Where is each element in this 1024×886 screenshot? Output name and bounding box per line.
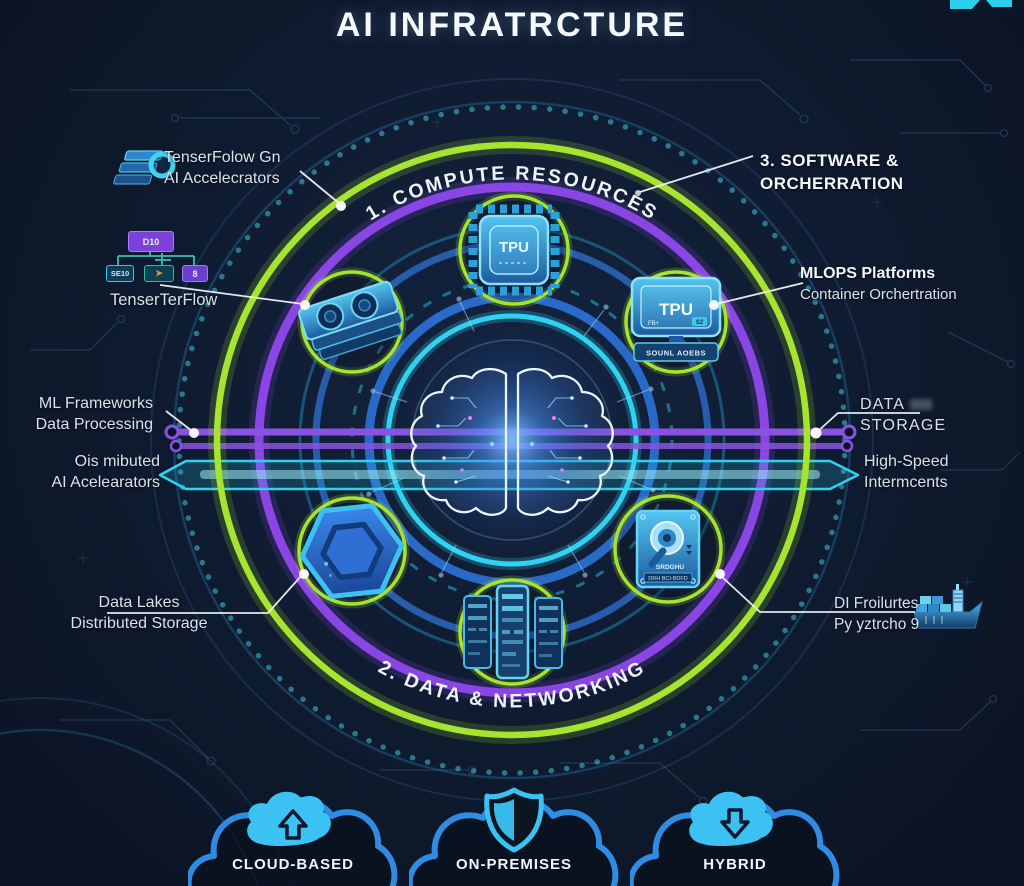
core	[366, 296, 656, 578]
label-line: High-Speed	[864, 453, 949, 470]
label-line: ORCHERRATION	[760, 174, 904, 193]
page-title: AI INFRATRCTURE	[335, 6, 689, 44]
label-features: DI Froilurtes Py yztrcho 9	[834, 593, 919, 635]
cloud-label-on-premises: ON-PREMISES	[455, 856, 572, 873]
label-line: AI Acelearators	[51, 474, 161, 491]
label-line: ML Frameworks	[38, 395, 153, 412]
flowchart-node-right: 8	[182, 265, 208, 282]
cloud-upload-icon	[247, 791, 331, 846]
dotted-ring	[176, 104, 848, 776]
cloud-download-icon	[689, 791, 773, 846]
deployment-clouds	[189, 787, 837, 886]
gpu-icon	[297, 280, 403, 361]
purple-ring	[254, 182, 770, 698]
label-line: DATA	[860, 394, 946, 415]
label-line: Data Processing	[35, 416, 153, 433]
label-data-lakes: Data Lakes Distributed Storage	[60, 592, 218, 634]
tpu-plate: SOUNL AOEBS	[646, 349, 706, 358]
label-line: 3. SOFTWARE &	[760, 151, 899, 170]
cloud-label-cloud-based: CLOUD-BASED	[232, 856, 354, 873]
cloud-label-hybrid: HYBRID	[703, 856, 767, 873]
label-high-speed: High-Speed Intermcents	[864, 451, 949, 493]
corner-logo	[950, 0, 1012, 9]
leader-lines	[107, 155, 920, 614]
label-distributed-accelerators: Ois mibuted AI Acelearators	[40, 451, 161, 493]
flowchart-node-left: SE10	[106, 265, 134, 282]
brain-icon	[410, 367, 614, 516]
cursor-icon: ➤	[144, 265, 174, 282]
hdd-plate: DRH BCI-BDFD	[648, 576, 687, 582]
tpu-sub-left: FB+	[648, 321, 660, 327]
label-tensorflow: TenserTerFlow	[110, 291, 218, 309]
tpu-monitor-icon: TPU FB+ S2 SOUNL AOEBS	[630, 276, 722, 362]
chip-icon: TPU	[468, 204, 560, 296]
chip-label: TPU	[499, 239, 529, 256]
label-line: Data Lakes	[98, 594, 180, 611]
label-ai-accelerators: TenserFolow Gn AI Accelecrators	[164, 147, 281, 189]
hexagon-icon	[299, 503, 405, 599]
label-data-storage: DATA STORAGE	[860, 394, 946, 436]
label-software-orchestration: 3. SOFTWARE & ORCHERRATION	[760, 149, 904, 195]
ship-icon	[913, 584, 983, 629]
label-line: Container Orchertration	[800, 286, 957, 303]
label-line: STORAGE	[860, 417, 947, 434]
label-line: Py yztrcho 9	[834, 616, 920, 633]
outer-arcs	[0, 78, 874, 886]
hdd-label: SRDGHU	[656, 564, 684, 571]
synapse-lines	[366, 296, 656, 578]
lime-ring	[208, 136, 816, 744]
label-line: Intermcents	[864, 474, 948, 491]
flowchart-connectors	[117, 250, 195, 267]
label-line: Distributed Storage	[70, 615, 208, 632]
smudge-artifact	[910, 399, 933, 411]
label-mlops: MLOPS Platforms Container Orchertration	[800, 263, 957, 305]
label-line: Ois mibuted	[74, 453, 160, 470]
label-ml-frameworks: ML Frameworks Data Processing	[35, 393, 153, 435]
circuit-traces	[30, 59, 1021, 806]
accelerator-stack-icon	[113, 150, 176, 185]
label-line: AI Accelecrators	[164, 170, 280, 187]
label-line: MLOPS Platforms	[800, 265, 936, 282]
hdd-icon: SRDGHU DRH BCI-BDFD	[635, 509, 701, 589]
label-line: TenserFolow Gn	[164, 149, 281, 166]
tpu-label: TPU	[659, 300, 693, 319]
servers-icon	[463, 584, 563, 680]
label-line: DI Froilurtes	[834, 595, 919, 612]
tpu-sub-right: S2	[696, 320, 704, 326]
flowchart-node-top: D10	[128, 231, 174, 252]
shield-icon	[484, 787, 544, 853]
